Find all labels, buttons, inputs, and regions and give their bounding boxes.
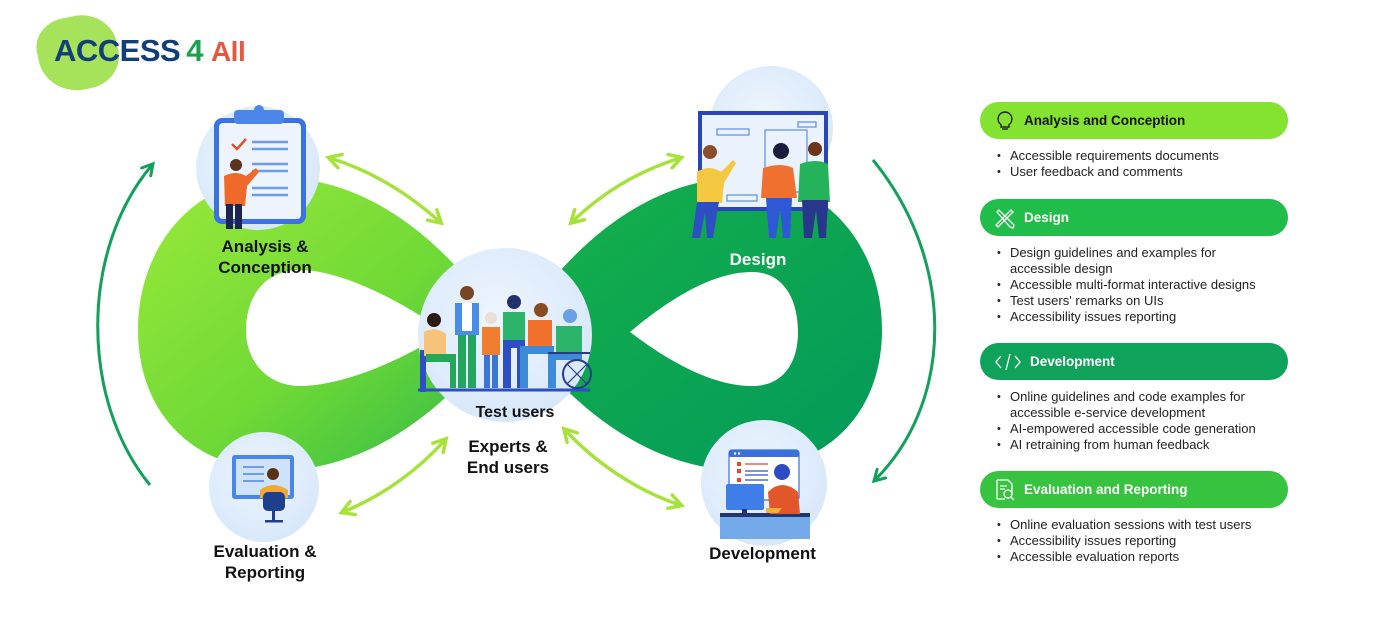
legend-header-design: Design [980,199,1288,236]
legend-item: User feedback and comments [997,164,1288,180]
legend-item: AI-empowered accessible code generation [997,421,1288,437]
code-icon [994,351,1022,373]
stage-label-line: Development [709,544,816,563]
cycle-arrow-left-up [96,161,155,486]
legend-item: Design guidelines and examples for acces… [997,245,1220,277]
stage-label-line: Reporting [224,563,306,582]
legend-title: Evaluation and Reporting [1024,482,1188,497]
legend-item: Accessibility issues reporting [997,309,1288,325]
evaluation-stage-icon [209,432,319,542]
legend-list: Online guidelines and code examples for … [980,389,1288,453]
infinity-left-lobe [138,178,505,470]
infinity-right-lobe [515,178,882,470]
legend-title: Design [1024,210,1070,225]
stage-label-evaluation: Evaluation & Reporting [195,541,335,583]
legend-list: Design guidelines and examples for acces… [980,245,1288,325]
test-users-label: Test users [475,404,555,421]
pencil-ruler-icon [994,207,1016,229]
legend-item: Test users' remarks on UIs [997,293,1288,309]
analysis-stage-icon [196,105,320,230]
developer-computer-icon [720,449,810,539]
stage-label-line: End users [466,458,550,477]
development-stage-icon [701,420,827,546]
legend-item: Accessibility issues reporting [997,533,1288,549]
legend-header-evaluation: Evaluation and Reporting [980,471,1288,508]
legend-item: Online evaluation sessions with test use… [997,517,1288,533]
cycle-arrow-right-down [871,159,937,484]
legend-header-analysis: Analysis and Conception [980,102,1288,139]
stage-label-line: Analysis & [221,237,309,256]
logo-four: 4 [186,33,203,68]
stage-label-line: Experts & [468,437,548,456]
infinity-lifecycle-diagram [96,66,937,546]
experts-end-users-label: Experts & End users [448,436,568,478]
designer-people-icon [692,142,830,238]
logo-access: ACCESS [54,33,181,68]
legend-list: Accessible requirements documents User f… [980,148,1288,180]
design-stage-icon [692,66,833,238]
analyst-person-icon [224,159,259,229]
legend-item: Accessible multi-format interactive desi… [997,277,1288,293]
link-arrow-design-testusers [568,152,686,226]
test-users-center [418,248,592,422]
document-search-icon [994,478,1016,501]
legend-item: Online guidelines and code examples for … [997,389,1270,421]
stage-label-design: Design [708,249,808,270]
stage-label-line: Conception [218,258,312,277]
legend-header-development: Development [980,343,1288,380]
link-arrow-development-testusers [561,426,686,511]
stage-label-development: Development [695,543,830,564]
legend-evaluation: Evaluation and Reporting Online evaluati… [980,471,1288,565]
legend-item: Accessible requirements documents [997,148,1288,164]
stage-label-line: Evaluation & [213,542,317,561]
diverse-users-group-icon [418,286,592,392]
legend-item: AI retraining from human feedback [997,437,1288,453]
legend-title: Analysis and Conception [1024,113,1186,128]
logo-all: All [210,36,246,67]
link-arrow-evaluation-testusers [338,436,449,517]
legend-development: Development Online guidelines and code e… [980,343,1288,453]
legend-title: Development [1030,354,1115,369]
evaluator-screen-icon [232,455,294,523]
legend-item: Accessible evaluation reports [997,549,1288,565]
lightbulb-icon [994,110,1016,132]
stage-label-analysis: Analysis & Conception [200,236,330,278]
stage-label-line: Design [729,250,787,269]
legend-list: Online evaluation sessions with test use… [980,517,1288,565]
legend-design: Design Design guidelines and examples fo… [980,199,1288,325]
link-arrow-analysis-testusers [324,152,444,226]
legend-analysis: Analysis and Conception Accessible requi… [980,102,1288,180]
